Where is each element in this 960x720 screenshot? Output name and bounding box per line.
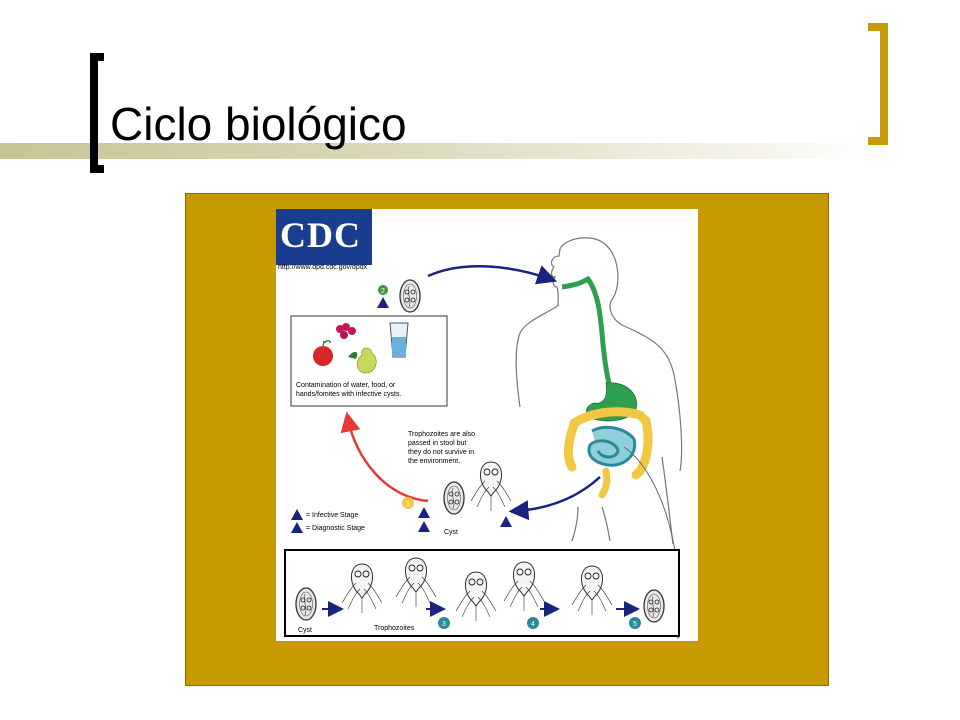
pear-icon [356,347,377,374]
stage-number-1: 1 [406,501,410,508]
infective-marker-top [377,297,389,308]
contamination-text-line-2: hands/fomites with infective cysts. [296,391,402,398]
cdc-logo: CDC [276,209,372,265]
stage-number-5: 5 [633,621,637,628]
small-intestine [587,425,637,467]
trophozoite-note-line-2: passed in stool but [408,440,467,447]
stage-badge-5 [629,617,641,629]
stage-number-3: 3 [442,621,446,628]
contamination-text-line-1: Contamination of water, food, or [296,382,396,389]
diagnostic-marker-cyst [418,521,430,532]
legend-infective-triangle [291,509,303,520]
human-silhouette [515,237,683,545]
cdc-tagline: SAFER·HEALTHIER·PEOPLE™ [278,258,344,263]
diagnostic-marker-troph [500,516,512,527]
stage-badge-3 [438,617,450,629]
legend-diagnostic-label: = Diagnostic Stage [306,525,365,532]
stool-arrow [508,476,601,521]
right-bracket-decoration [868,23,888,145]
cyst-label: Cyst [444,529,458,536]
panel-cyst-label: Cyst [298,627,312,634]
panel-cyst-start [295,587,317,621]
legend-diagnostic-triangle [291,522,303,533]
passed-cyst [443,481,465,515]
raspberry-icon [336,323,356,339]
cdc-logo-text: CDC [280,215,361,255]
trophozoite-note-line-1: Trophozoites are also [408,431,476,438]
life-cycle-diagram: 2 1 [276,209,698,641]
left-bracket-decoration [90,53,104,173]
panel-cyst-end [643,589,665,623]
ingested-cyst [399,279,421,313]
cdc-url: http://www.dpd.cdc.gov/dpdx [278,264,368,271]
stage-badge-4 [527,617,539,629]
legend-infective-label: = Infective Stage [306,512,359,519]
diagram-graphics: 2 1 [284,237,683,640]
stool-trophozoite [470,461,512,512]
trophozoite-note-line-3: they do not survive in [408,449,475,456]
rectum [598,467,611,499]
trophozoite-note-line-4: the environment. [408,458,461,465]
infective-marker-cyst [418,507,430,518]
panel-trophozoites-label: Trophozoites [374,625,415,632]
esophagus [561,275,613,388]
stage-badge-2 [378,285,388,295]
apple-icon [313,346,333,366]
contamination-arrow [340,411,429,503]
stage-number-2: 2 [381,288,385,295]
title-underline [0,143,880,159]
colon [563,407,653,480]
ingestion-arrow [427,265,558,285]
stage-number-4: 4 [531,621,535,628]
stage-badge-1 [402,497,414,509]
slide-title: Ciclo biológico [110,98,407,150]
